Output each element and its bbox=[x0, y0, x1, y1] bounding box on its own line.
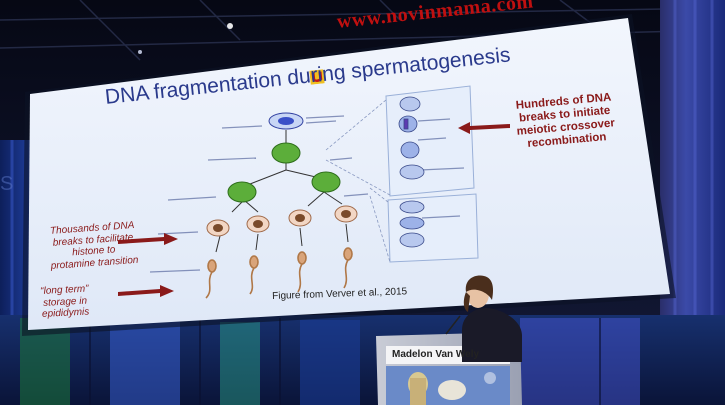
speaker bbox=[445, 275, 522, 362]
round-spermatids bbox=[206, 205, 358, 237]
elongating-spermatids bbox=[205, 247, 353, 299]
callout-arrows bbox=[118, 122, 510, 297]
meiosis-inset-cells bbox=[398, 96, 425, 248]
speaker-name-plate: Madelon Van Wely bbox=[392, 349, 480, 360]
university-logo-icon bbox=[309, 69, 325, 85]
callout-meiotic-recombination: Hundreds of DNA breaks to initiate meiot… bbox=[515, 91, 616, 150]
svg-text:S: S bbox=[0, 173, 13, 195]
callout-epididymis-storage: “long term” storage in epididymis bbox=[40, 283, 90, 320]
slide-surface bbox=[28, 18, 670, 330]
callout-histone-protamine: Thousands of DNA breaks to facilitate hi… bbox=[49, 219, 139, 272]
